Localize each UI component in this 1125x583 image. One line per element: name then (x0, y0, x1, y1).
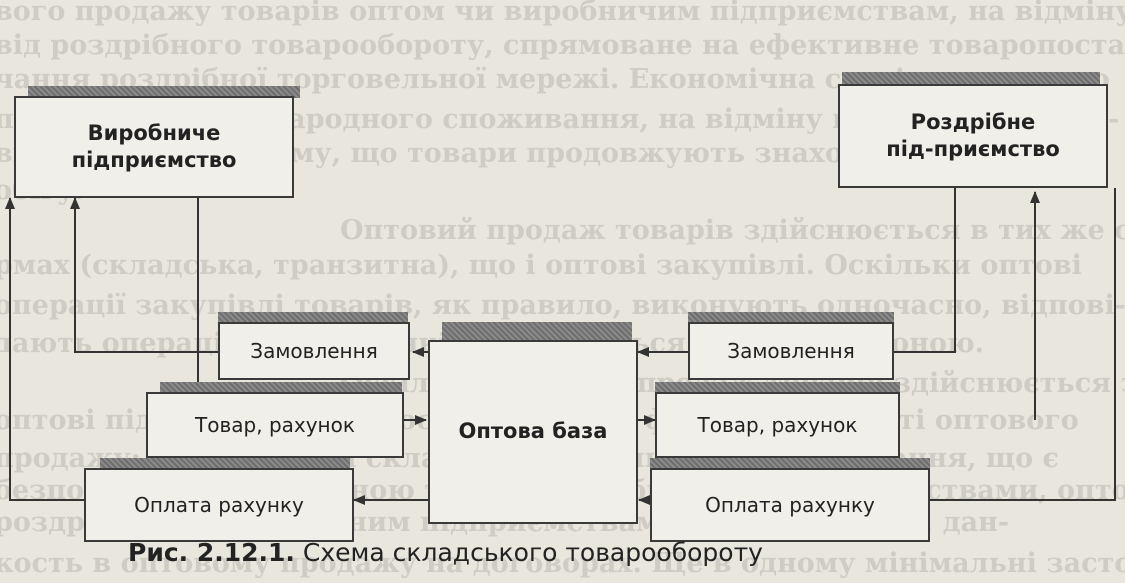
right-order-label: Замовлення (727, 339, 855, 363)
right-goods-invoice-label: Товар, рахунок (697, 413, 858, 437)
left-payment-box: Оплата рахунку (84, 468, 354, 542)
producer-box: Виробниче підприємство (14, 96, 294, 198)
bg-text-line: рмах (складська, транзитна), що і оптові… (0, 250, 1082, 281)
wholesale-base-box: Оптова база (428, 340, 638, 524)
producer-label: Виробниче підприємство (71, 120, 237, 172)
wholesale-base-shadow (442, 322, 632, 340)
right-goods-shadow (655, 382, 900, 394)
left-order-shadow (218, 312, 408, 324)
bg-text-line: операції закупівлі товарів, як правило, … (0, 290, 1125, 321)
right-payment-shadow (650, 458, 930, 470)
arrow-retailer-to-payment (930, 188, 1116, 501)
left-goods-invoice-label: Товар, рахунок (195, 413, 355, 437)
bg-text-line: кость в оптовому продажу на договорах. Щ… (0, 548, 1125, 579)
bg-text-line: Оптовий продаж товарів здійснюється в ти… (340, 215, 1125, 246)
figure-caption: Рис. 2.12.1. Схема складського товарообо… (128, 538, 763, 567)
retailer-box: Роздрібне під-приємство (838, 84, 1108, 188)
right-order-shadow (688, 312, 894, 324)
arrow-retailer-to-order (893, 188, 956, 353)
wholesale-base-label: Оптова база (458, 419, 608, 444)
right-payment-label: Оплата рахунку (705, 493, 875, 517)
left-goods-invoice-box: Товар, рахунок (146, 392, 404, 458)
left-order-label: Замовлення (250, 339, 378, 363)
bg-text-line: вого продажу товарів оптом чи виробничим… (0, 0, 1125, 27)
arrow-left-order (70, 197, 218, 353)
producer-shadow (28, 86, 300, 98)
right-goods-invoice-box: Товар, рахунок (655, 392, 900, 458)
right-order-box: Замовлення (688, 322, 894, 380)
left-payment-label: Оплата рахунку (134, 493, 304, 517)
left-order-box: Замовлення (218, 322, 410, 380)
retailer-shadow (842, 72, 1100, 86)
caption-label: Рис. 2.12.1. (128, 538, 295, 567)
caption-text: Схема складського товарообороту (302, 538, 763, 567)
arrow-left-payment (4, 197, 84, 501)
left-goods-shadow (160, 382, 402, 394)
right-payment-box: Оплата рахунку (650, 468, 930, 542)
retailer-label: Роздрібне під-приємство (886, 109, 1060, 161)
left-payment-shadow (100, 458, 350, 470)
bg-text-line: від роздрібного товарообороту, спрямован… (0, 30, 1125, 61)
